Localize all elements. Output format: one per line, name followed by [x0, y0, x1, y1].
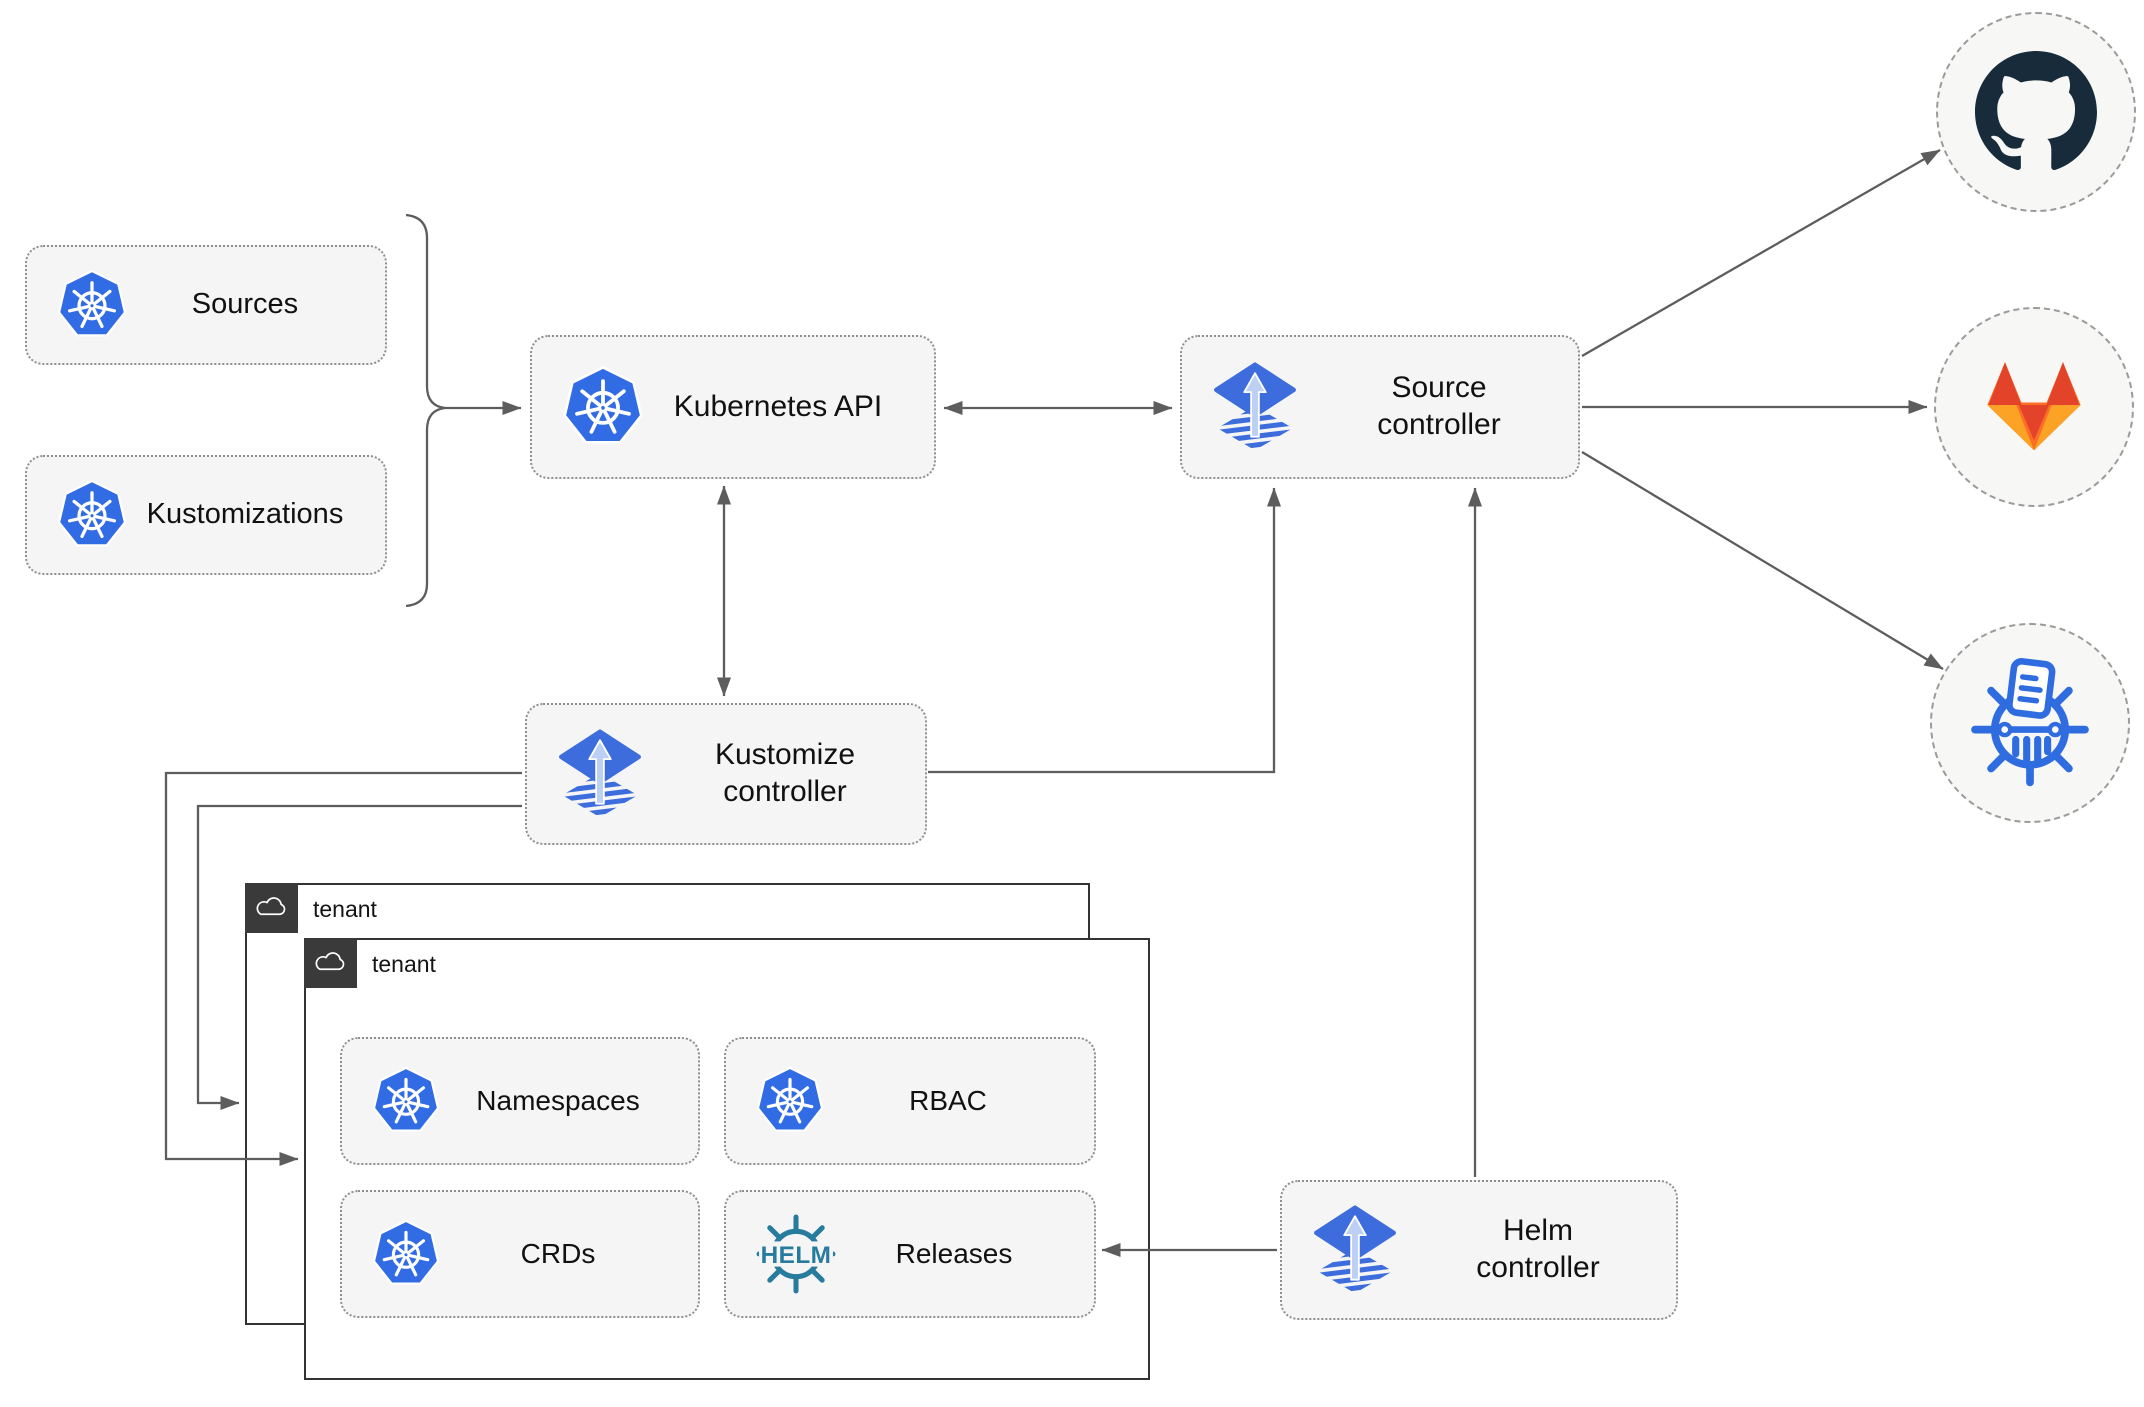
gitlab-remote [1934, 307, 2134, 507]
kubernetes-icon [754, 1065, 826, 1137]
flux-icon [1210, 359, 1300, 455]
node-crds-label: CRDs [520, 1237, 596, 1269]
kustomize-wheel-icon [1964, 657, 2096, 789]
tenant-front-label: tenant [372, 951, 436, 977]
node-kustomize-controller-label: Kustomize controller [714, 738, 856, 808]
node-namespaces-label: Namespaces [476, 1084, 640, 1116]
node-sources-label: Sources [191, 288, 299, 321]
node-helm-controller: Helm controller [1280, 1180, 1678, 1320]
edge-source-controller-to-github [1581, 149, 1941, 357]
node-releases: Releases [724, 1190, 1096, 1318]
kubernetes-icon [55, 478, 129, 552]
node-source-controller-label: Source controller [1377, 371, 1501, 441]
node-kubernetes-api-label: Kubernetes API [673, 389, 883, 423]
node-rbac-label: RBAC [909, 1084, 987, 1116]
node-kustomizations-label: Kustomizations [146, 498, 344, 531]
node-sources: Sources [25, 245, 387, 365]
node-releases-label: Releases [895, 1237, 1013, 1269]
node-rbac: RBAC [724, 1037, 1096, 1165]
kubernetes-icon [55, 268, 129, 342]
node-source-controller: Source controller [1180, 335, 1580, 479]
tenant-front-tag [303, 937, 357, 988]
github-icon [1975, 51, 2097, 173]
edge-source-controller-to-manifests [1581, 451, 1944, 670]
node-namespaces: Namespaces [340, 1037, 700, 1165]
manifest-store-remote [1930, 623, 2130, 823]
kubernetes-icon [370, 1218, 442, 1290]
flux-icon [555, 726, 645, 822]
cloud-icon [253, 895, 289, 920]
node-kubernetes-api: Kubernetes API [530, 335, 936, 479]
gitlab-icon [1971, 352, 2097, 463]
node-kustomizations: Kustomizations [25, 455, 387, 575]
node-crds: CRDs [340, 1190, 700, 1318]
kubernetes-icon [560, 364, 646, 450]
tenant-back-tag [244, 882, 298, 933]
flux-icon [1310, 1202, 1400, 1298]
cloud-icon [312, 950, 348, 975]
node-helm-controller-label: Helm controller [1476, 1214, 1600, 1284]
node-kustomize-controller: Kustomize controller [525, 703, 927, 845]
edge-kustomize-controller-to-source-controller [928, 487, 1281, 774]
tenant-back-label: tenant [313, 896, 377, 922]
kubernetes-icon [370, 1065, 442, 1137]
brace-sources-kustomizations [405, 213, 446, 608]
github-remote [1936, 12, 2136, 212]
helm-icon [754, 1212, 838, 1296]
